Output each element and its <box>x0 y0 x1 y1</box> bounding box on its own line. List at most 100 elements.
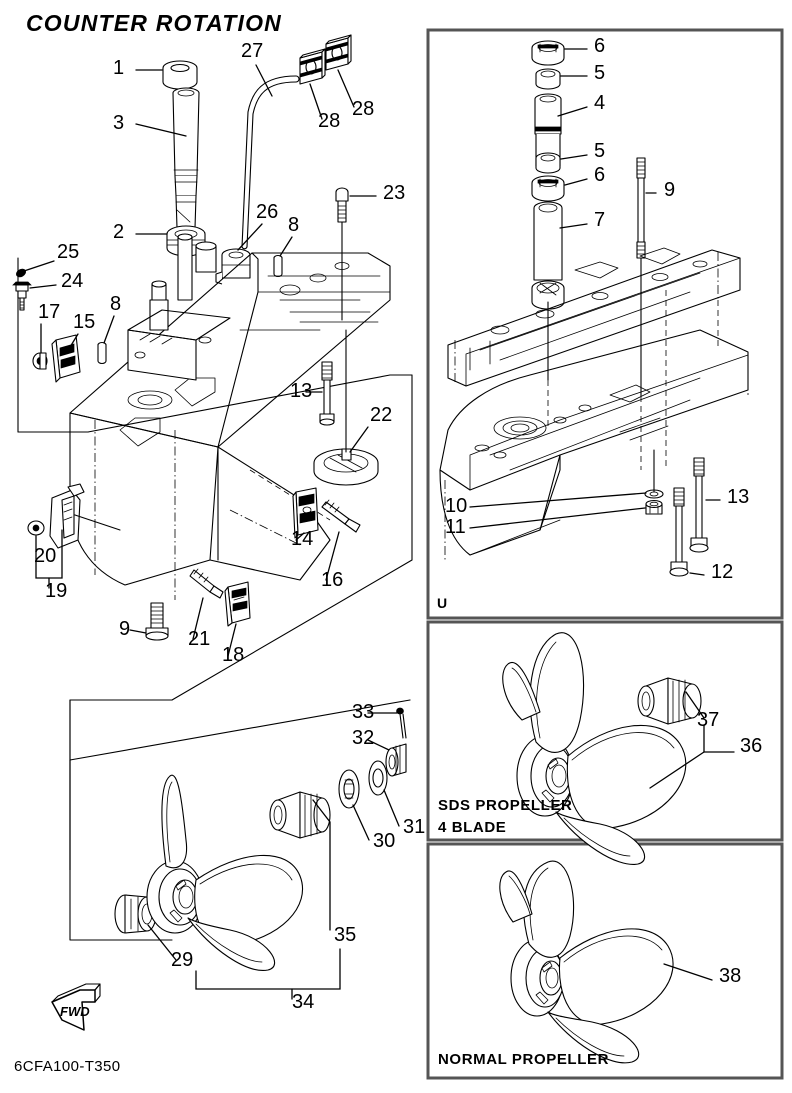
part-15-anode-plate <box>51 334 81 383</box>
lower-bearing-housing <box>531 280 565 381</box>
callout-number: 31 <box>403 816 425 838</box>
part-18-anode-lower <box>224 581 251 627</box>
part-31-washer <box>368 760 388 796</box>
callout-number: 3 <box>113 112 124 134</box>
callout-number: 37 <box>697 709 719 731</box>
callout-number: 1 <box>113 57 124 79</box>
part-9-stud <box>636 157 646 397</box>
main-lower-unit-assembly <box>12 34 413 1000</box>
callout-number: 13 <box>727 486 749 508</box>
upper-right-exploded-view: U <box>437 40 749 611</box>
callout-number: 29 <box>171 949 193 971</box>
part-11-nut <box>645 499 663 515</box>
callout-number: 19 <box>45 580 67 602</box>
part-24-grease-nipple <box>12 281 32 311</box>
callout-number: 5 <box>594 62 605 84</box>
sds-propeller-label-line2: 4 BLADE <box>438 819 506 836</box>
part-28-clamp-b <box>325 34 352 71</box>
part-37-spline-housing <box>637 677 702 725</box>
callout-number: 18 <box>222 644 244 666</box>
part-28-clamp-a <box>299 48 326 85</box>
part-12-long-bolt <box>669 487 689 577</box>
callout-number: 7 <box>594 209 605 231</box>
callout-number: 11 <box>445 516 466 538</box>
callout-number: 26 <box>256 201 278 223</box>
part-6-seal-lower <box>531 175 565 202</box>
normal-propeller-label: NORMAL PROPELLER <box>438 1051 609 1068</box>
callout-number: 4 <box>594 92 605 114</box>
part-7-tube <box>533 201 563 281</box>
callout-number: 28 <box>352 98 374 120</box>
callout-number: 36 <box>740 735 762 757</box>
callout-number: 9 <box>119 618 130 640</box>
part-36-sds-propeller <box>502 632 687 865</box>
callout-number: 8 <box>288 214 299 236</box>
main-leader-lines <box>23 64 400 961</box>
callout-number: 30 <box>373 830 395 852</box>
part-5-bearing-lower <box>535 152 561 174</box>
panel-u-label: U <box>437 595 447 611</box>
callout-number: 2 <box>113 221 124 243</box>
part-32-castle-nut <box>385 743 407 777</box>
part-25-clip <box>15 268 27 278</box>
part-1-bushing <box>162 60 198 90</box>
callout-number: 6 <box>594 35 605 57</box>
callout-number: 33 <box>352 701 374 723</box>
part-21-screw <box>189 568 224 599</box>
page-title: COUNTER ROTATION <box>26 10 282 36</box>
part-26-rod-joint <box>215 248 251 285</box>
callout-number: 38 <box>719 965 741 987</box>
part-6-seal-top <box>531 40 565 66</box>
sds-propeller-view: SDS PROPELLER 4 BLADE <box>438 632 735 865</box>
gearcase-housing <box>69 233 391 600</box>
callout-number: 24 <box>61 270 83 292</box>
callout-number: 12 <box>711 561 733 583</box>
callout-number: 34 <box>292 991 314 1013</box>
diagram-code: 6CFA100-T350 <box>14 1058 121 1075</box>
callout-number: 8 <box>110 293 121 315</box>
part-33-cotter-pin <box>396 707 407 739</box>
callout-number: 13 <box>290 380 312 402</box>
part-27-shift-rod <box>241 75 300 250</box>
callout-number: 22 <box>370 404 392 426</box>
part-30-washer <box>338 769 360 809</box>
part-23-bolt <box>335 187 349 321</box>
panel-frames <box>426 28 784 1080</box>
part-3-drive-shaft <box>172 87 200 229</box>
part-16-screw <box>321 499 361 533</box>
right-gearcase-lower <box>439 329 749 560</box>
callout-number: 5 <box>594 140 605 162</box>
part-13-long-bolt-right <box>689 457 709 553</box>
part-34-propeller-main <box>146 774 304 971</box>
callout-number: 25 <box>57 241 79 263</box>
callout-number: 16 <box>321 569 343 591</box>
part-8-dowel-pin-a <box>273 254 283 278</box>
part-9-bolt <box>145 602 169 641</box>
part-14-anode <box>292 487 319 539</box>
part-5-bearing-top <box>535 68 561 90</box>
callout-number: 28 <box>318 110 340 132</box>
part-17-washer <box>32 352 48 370</box>
right-gearcase-upper <box>447 247 741 387</box>
callout-number: 6 <box>594 164 605 186</box>
part-35-spline-housing <box>269 791 331 839</box>
callout-number: 20 <box>34 545 56 567</box>
fwd-direction-arrow: FWD <box>51 983 101 1031</box>
normal-propeller-view: NORMAL PROPELLER <box>438 860 713 1068</box>
callout-number: 35 <box>334 924 356 946</box>
part-38-normal-propeller <box>499 860 674 1064</box>
part-8-dowel-pin-b <box>97 341 107 365</box>
part-22-trim-tab-anode <box>313 329 379 486</box>
part-29-thrust-spacer <box>114 894 157 934</box>
callout-number: 23 <box>383 182 405 204</box>
part-19-20-trim-tab-assembly <box>27 483 121 549</box>
callout-number: 32 <box>352 727 374 749</box>
callout-number: 14 <box>291 528 313 550</box>
fwd-arrow-label: FWD <box>60 1004 90 1019</box>
callout-number: 10 <box>445 495 467 517</box>
panel-upper-right-frame <box>426 28 784 620</box>
sds-propeller-label-line1: SDS PROPELLER <box>438 797 573 814</box>
